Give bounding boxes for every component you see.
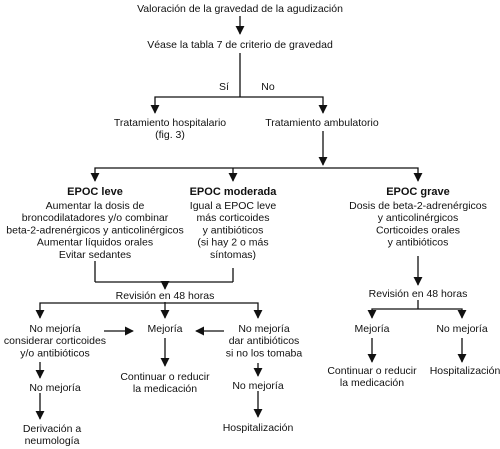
node-epoc-grave-title: EPOC grave (386, 186, 450, 198)
node-continuar-right-line-1: la medicación (340, 377, 404, 389)
node-epoc-leve-body-line-4: Evitar sedantes (59, 249, 131, 261)
node-revision-right: Revisión en 48 horas (369, 288, 468, 300)
edge-revision-nomejoria-dar (165, 302, 263, 319)
node-tratamiento-ambulatorio-line-0: Tratamiento ambulatorio (265, 117, 379, 129)
edge-si-hospitalario (150, 96, 240, 114)
node-revision-right-line-0: Revisión en 48 horas (369, 288, 468, 300)
label-si-line-0: Sí (219, 81, 229, 93)
node-hospitalizacion-right: Hospitalización (430, 365, 500, 377)
node-hospitalizacion-left: Hospitalización (223, 422, 294, 434)
node-tratamiento-hospitalario: Tratamiento hospitalario(fig. 3) (114, 117, 226, 141)
node-epoc-grave-body-line-3: y antibióticos (388, 237, 449, 249)
edges (35, 16, 467, 420)
node-tratamiento-hospitalario-line-0: Tratamiento hospitalario (114, 117, 226, 129)
label-no-line-0: No (261, 81, 275, 93)
node-no-mejoria-dar-line-1: dar antibióticos (229, 335, 300, 347)
node-epoc-moderada-title: EPOC moderada (190, 186, 278, 198)
node-no-mejoria-right-line-0: No mejoría (436, 323, 488, 335)
edge-revision-right-mejoria (367, 308, 418, 319)
node-no-mejoria-1: No mejoría (29, 382, 81, 394)
node-tratamiento-hospitalario-line-1: (fig. 3) (155, 129, 185, 141)
edge-split-grave (323, 167, 423, 182)
label-si: Sí (219, 81, 229, 93)
node-epoc-grave-body-line-2: Corticoides orales (376, 224, 460, 236)
node-epoc-moderada-body-line-0: Igual a EPOC leve (190, 200, 277, 212)
node-hospitalizacion-left-line-0: Hospitalización (223, 422, 294, 434)
node-tratamiento-ambulatorio: Tratamiento ambulatorio (265, 117, 379, 129)
edge-no-ambulatorio (240, 96, 328, 114)
node-epoc-leve-title-line-0: EPOC leve (67, 186, 123, 198)
edge-revision-nomejoria-considerar (35, 302, 165, 319)
node-epoc-moderada-body-line-3: (si hay 2 o más (197, 237, 268, 249)
node-continuar-right-line-0: Continuar o reducir (327, 365, 417, 377)
node-continuar-left-line-0: Continuar o reducir (120, 371, 210, 383)
node-epoc-leve-title: EPOC leve (67, 186, 123, 198)
node-no-mejoria-1-line-0: No mejoría (29, 382, 81, 394)
node-epoc-grave-title-line-0: EPOC grave (386, 186, 450, 198)
edge-split-leve (90, 167, 323, 182)
node-no-mejoria-dar-line-2: si no los tomaba (226, 347, 303, 359)
nodes: Valoración de la gravedad de la agudizac… (4, 3, 500, 447)
node-epoc-leve-body-line-3: Aumentar líquidos orales (37, 237, 153, 249)
node-epoc-leve-body-line-2: beta-2-adrenérgicos y anticolinérgicos (6, 224, 183, 236)
node-valoracion: Valoración de la gravedad de la agudizac… (137, 3, 343, 15)
node-mejoria-left-line-0: Mejoría (147, 323, 182, 335)
node-hospitalizacion-right-line-0: Hospitalización (430, 365, 500, 377)
edge-revision-right-nomejoria (418, 308, 467, 319)
node-epoc-leve-body-line-1: broncodilatadores y/o combinar (22, 212, 169, 224)
node-derivacion-line-1: neumología (25, 435, 80, 447)
node-epoc-grave-body-line-0: Dosis de beta-2-adrenérgicos (349, 200, 487, 212)
node-epoc-leve-body-line-0: Aumentar la dosis de (46, 200, 145, 212)
node-revision-left-line-0: Revisión en 48 horas (116, 290, 215, 302)
node-revision-left: Revisión en 48 horas (116, 290, 215, 302)
node-valoracion-line-0: Valoración de la gravedad de la agudizac… (137, 3, 343, 15)
node-no-mejoria-right: No mejoría (436, 323, 488, 335)
node-derivacion-line-0: Derivación a (23, 423, 82, 435)
node-no-mejoria-2-line-0: No mejoría (232, 380, 284, 392)
node-epoc-moderada-body-line-2: y antibióticos (203, 224, 264, 236)
node-no-mejoria-2: No mejoría (232, 380, 284, 392)
node-no-mejoria-dar-line-0: No mejoría (238, 323, 290, 335)
node-no-mejoria-considerar-line-0: No mejoría (29, 323, 81, 335)
node-epoc-moderada-body-line-1: más corticoides (197, 212, 270, 224)
node-mejoria-right: Mejoría (354, 323, 389, 335)
node-continuar-left-line-1: la medicación (133, 383, 197, 395)
label-no: No (261, 81, 275, 93)
node-mejoria-right-line-0: Mejoría (354, 323, 389, 335)
node-epoc-moderada-body-line-4: síntomas) (210, 249, 256, 261)
node-no-mejoria-considerar-line-1: considerar corticoides (4, 335, 106, 347)
node-mejoria-left: Mejoría (147, 323, 182, 335)
node-tabla-line-0: Véase la tabla 7 de criterio de gravedad (147, 39, 333, 51)
node-tabla: Véase la tabla 7 de criterio de gravedad (147, 39, 333, 51)
node-no-mejoria-considerar-line-2: y/o antibióticos (20, 347, 89, 359)
node-epoc-grave-body-line-1: y anticolinérgicos (378, 212, 459, 224)
node-epoc-moderada-title-line-0: EPOC moderada (190, 186, 278, 198)
